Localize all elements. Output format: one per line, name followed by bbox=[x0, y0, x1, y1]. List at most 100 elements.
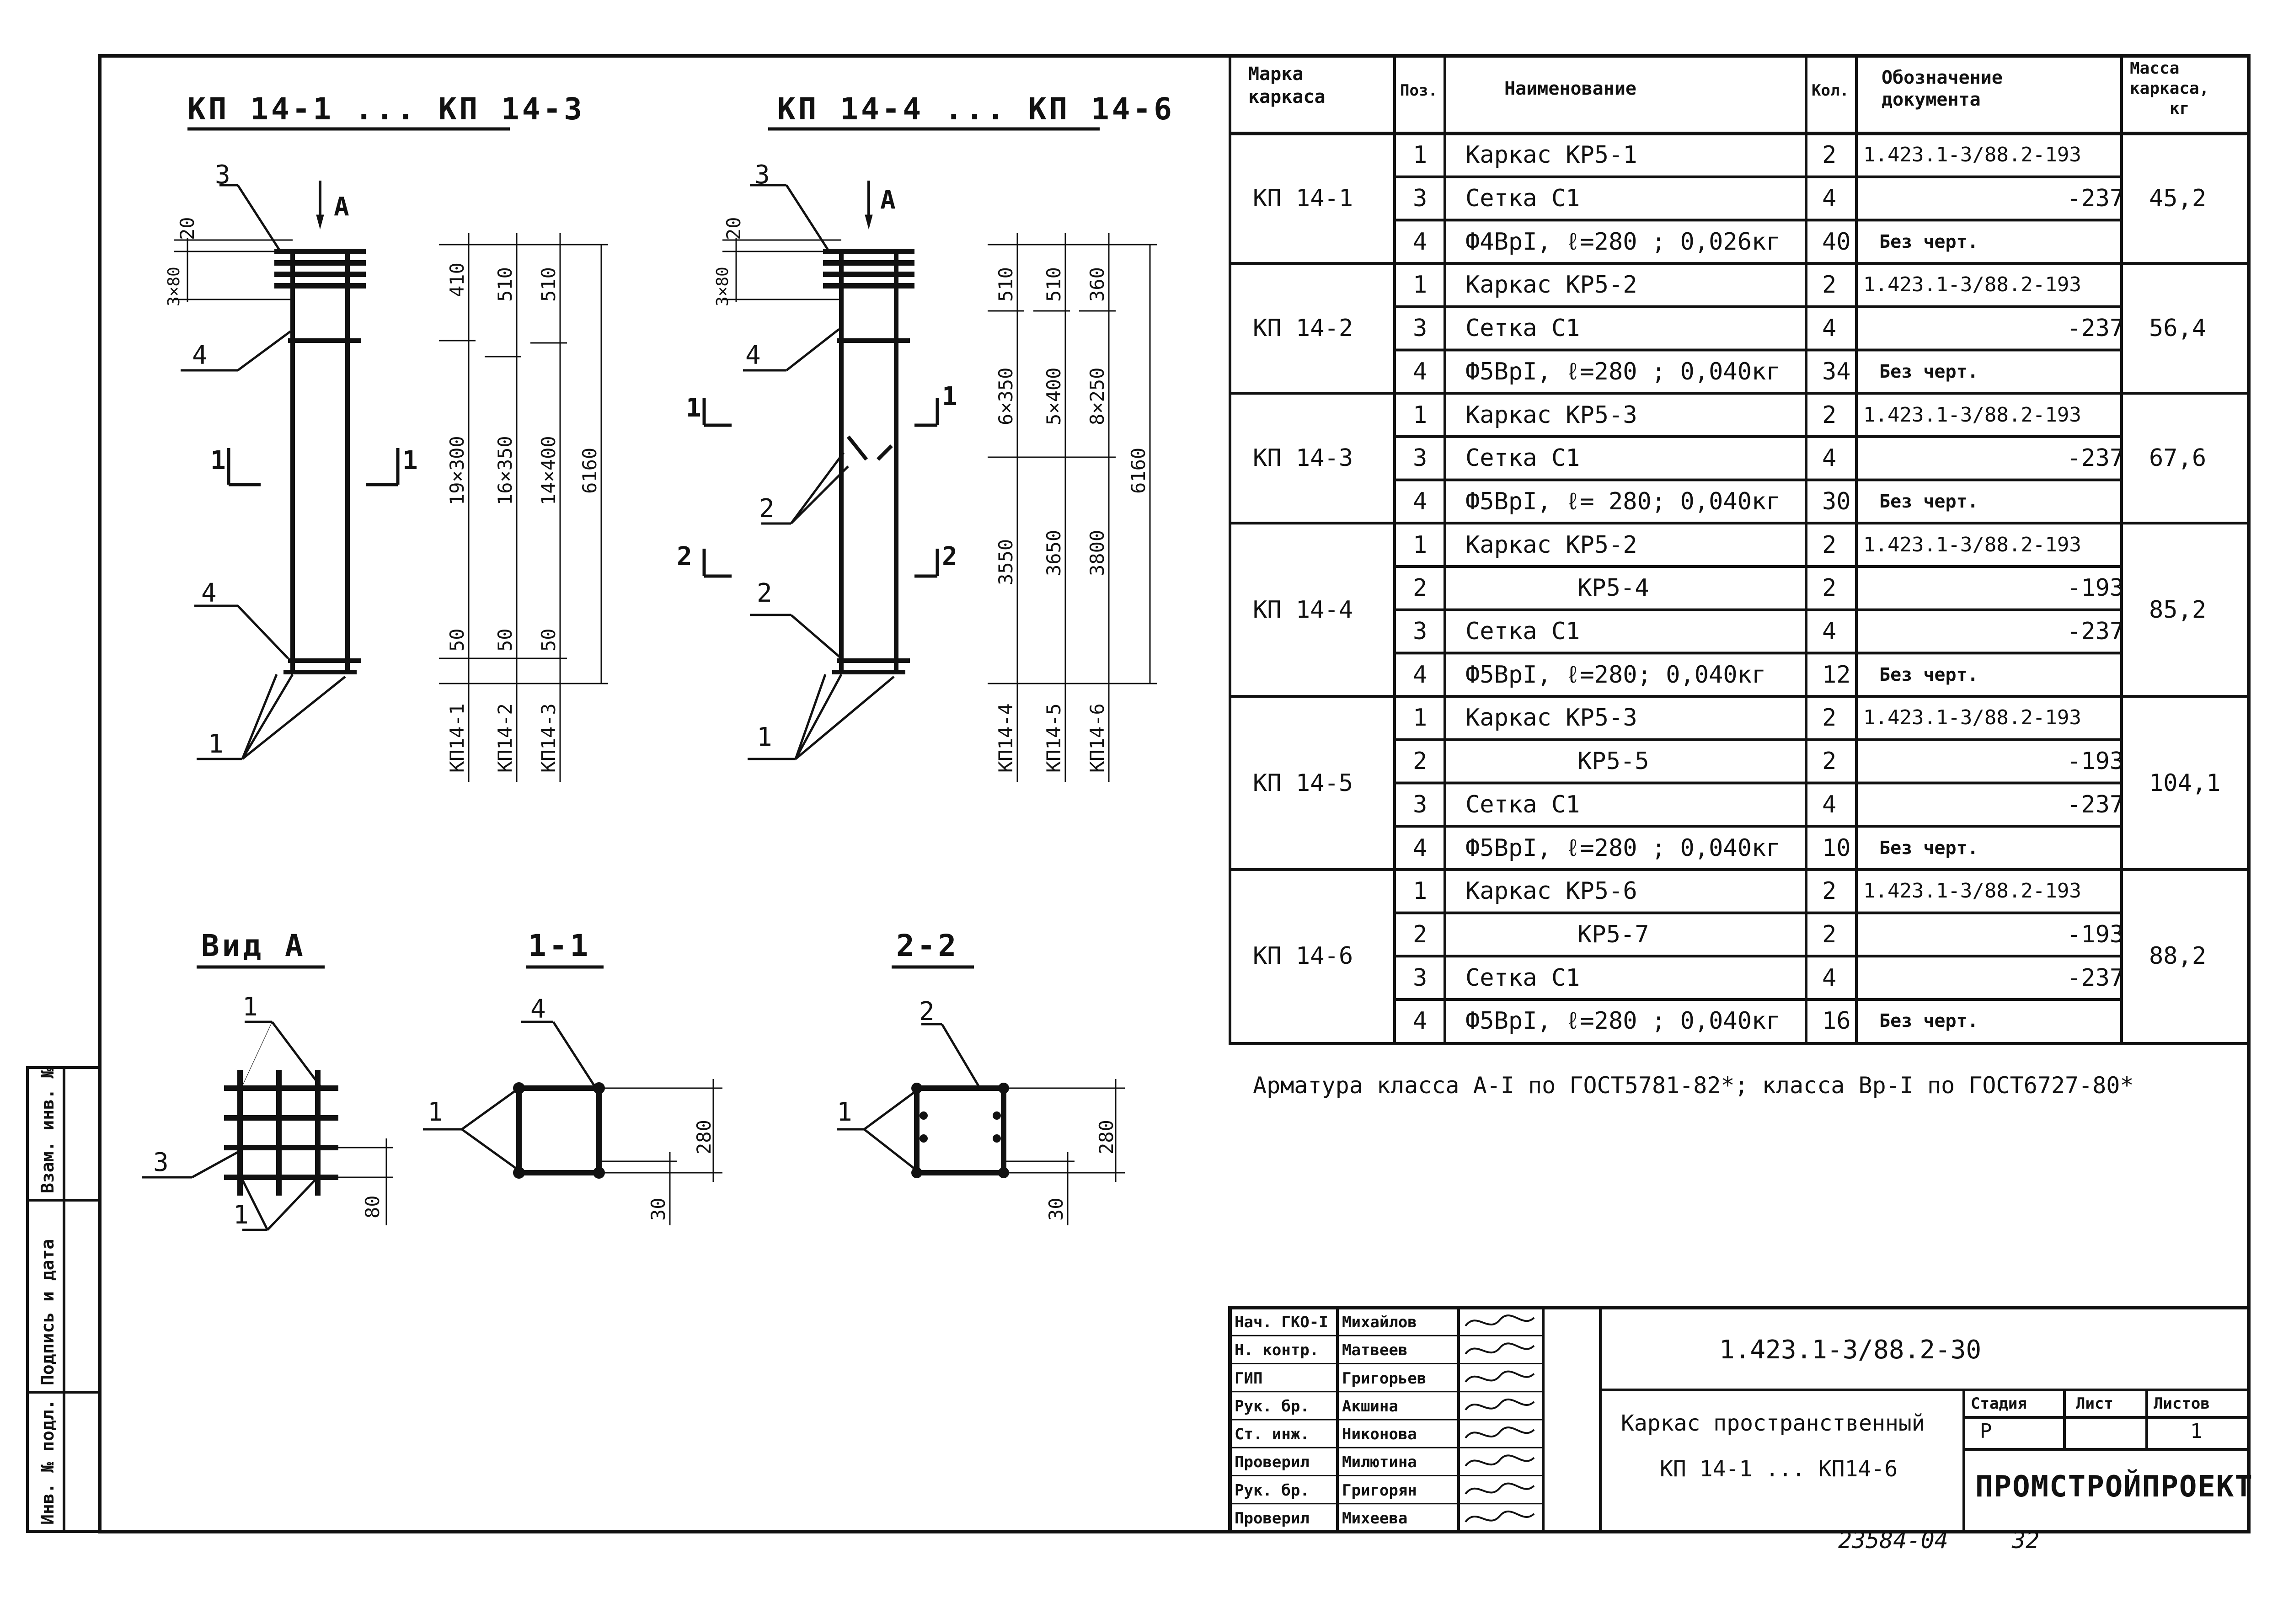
row-position: 4 bbox=[1413, 358, 1428, 385]
stage-label: Стадия bbox=[1971, 1394, 2027, 1413]
row-quantity: 4 bbox=[1822, 444, 1837, 472]
mark-v2-5: КП14-5 bbox=[1043, 703, 1065, 773]
document-code: 1.423.1-3/88.2-30 bbox=[1719, 1335, 1982, 1365]
mark-v1-2: КП14-2 bbox=[494, 703, 516, 773]
row-name: КР5-7 bbox=[1577, 920, 1649, 948]
person-name: Григорьев bbox=[1342, 1369, 1427, 1388]
row-quantity: 40 bbox=[1822, 228, 1851, 256]
row-quantity: 4 bbox=[1822, 618, 1837, 646]
header-pos: Поз. bbox=[1400, 81, 1438, 100]
row-position: 2 bbox=[1413, 748, 1428, 775]
side-stamp-frame bbox=[26, 1066, 101, 1533]
dim-v2-c1: 360 bbox=[1086, 267, 1108, 302]
group-mark: КП 14-6 bbox=[1253, 942, 1353, 970]
stamp-sign-date: Подпись и дата bbox=[37, 1239, 58, 1385]
row-quantity: 4 bbox=[1822, 791, 1837, 818]
row-name: КР5-5 bbox=[1577, 748, 1649, 775]
row-name: Сетка С1 bbox=[1465, 444, 1580, 472]
row-quantity: 4 bbox=[1822, 964, 1837, 992]
row-position: 4 bbox=[1413, 661, 1428, 689]
header-mark-2: каркаса bbox=[1248, 86, 1326, 107]
leader-3-va: 3 bbox=[153, 1148, 169, 1177]
row-document: -237 bbox=[2067, 964, 2124, 992]
row-quantity: 4 bbox=[1822, 315, 1837, 342]
row-document: Без черт. bbox=[1879, 361, 1978, 382]
row-name: Ф5ВрI, ℓ=280 ; 0,040кг bbox=[1465, 834, 1780, 862]
view-kp14-4-6 bbox=[702, 127, 1157, 782]
view-a-marker-2: А bbox=[880, 185, 896, 215]
dim-v1-a3: 50 bbox=[446, 628, 468, 652]
row-position: 2 bbox=[1413, 920, 1428, 948]
role-label: Рук. бр. bbox=[1235, 1397, 1310, 1416]
row-name: Сетка С1 bbox=[1465, 964, 1580, 992]
row-name: Ф5ВрI, ℓ= 280; 0,040кг bbox=[1465, 487, 1780, 515]
row-document: Без черт. bbox=[1879, 1010, 1978, 1032]
row-document: 1.423.1-3/88.2-193 bbox=[1863, 403, 2081, 427]
row-document: Без черт. bbox=[1879, 491, 1978, 512]
group-mark: КП 14-5 bbox=[1253, 769, 1353, 797]
leader-4-s1: 4 bbox=[530, 994, 546, 1024]
rebar-note: Арматура класса А-I по ГОСТ5781-82*; кла… bbox=[1253, 1072, 2134, 1099]
dim-v1-c2: 14×400 bbox=[537, 436, 560, 505]
row-position: 4 bbox=[1413, 228, 1428, 256]
row-quantity: 10 bbox=[1822, 834, 1851, 862]
signature bbox=[1465, 1370, 1535, 1383]
dim-s2-280: 280 bbox=[1095, 1120, 1117, 1154]
mark-v1-1: КП14-1 bbox=[446, 703, 468, 773]
dim-v2-b3: 3650 bbox=[1043, 529, 1065, 576]
row-document: -237 bbox=[2067, 315, 2124, 342]
rebar-dots bbox=[513, 1082, 1009, 1179]
row-document: 1.423.1-3/88.2-193 bbox=[1863, 879, 2081, 903]
row-name: Ф5ВрI, ℓ=280 ; 0,040кг bbox=[1465, 1007, 1780, 1035]
signature bbox=[1465, 1510, 1535, 1523]
bottom-code: 23584-04 bbox=[1838, 1527, 1948, 1554]
row-quantity: 2 bbox=[1822, 704, 1837, 732]
row-name: Сетка С1 bbox=[1465, 185, 1580, 213]
person-name: Милютина bbox=[1342, 1453, 1417, 1472]
dim-v1-a2: 19×300 bbox=[446, 436, 468, 505]
row-position: 4 bbox=[1413, 1007, 1428, 1035]
row-name: Ф4ВрI, ℓ=280 ; 0,026кг bbox=[1465, 228, 1780, 256]
group-mass: 85,2 bbox=[2149, 596, 2207, 624]
dim-v2-b1: 510 bbox=[1043, 267, 1065, 302]
mark-v2-4: КП14-4 bbox=[994, 703, 1017, 773]
leader-1-va: 1 bbox=[242, 992, 258, 1022]
cut-2-right-v2: 2 bbox=[942, 542, 957, 572]
row-name: Сетка С1 bbox=[1465, 618, 1580, 646]
signature bbox=[1465, 1342, 1535, 1355]
dim-v2-3x80: 3×80 bbox=[713, 267, 732, 306]
role-label: Рук. бр. bbox=[1235, 1481, 1310, 1500]
row-document: 1.423.1-3/88.2-193 bbox=[1863, 143, 2081, 167]
dim-v1-20: 20 bbox=[176, 217, 198, 240]
group-mass: 88,2 bbox=[2149, 942, 2207, 970]
row-name: Сетка С1 bbox=[1465, 791, 1580, 818]
stamp-replace-inv: Взам. инв. № bbox=[37, 1068, 58, 1193]
row-quantity: 2 bbox=[1822, 748, 1837, 775]
row-name: Ф5ВрI, ℓ=280 ; 0,040кг bbox=[1465, 358, 1780, 385]
dim-v2-a3: 3550 bbox=[994, 539, 1017, 585]
dim-s1-30: 30 bbox=[647, 1197, 669, 1221]
leader-4-v1b: 4 bbox=[201, 578, 217, 608]
leader-4-v1: 4 bbox=[192, 341, 208, 370]
person-name: Михеева bbox=[1342, 1509, 1408, 1528]
row-quantity: 2 bbox=[1822, 920, 1837, 948]
person-name: Никонова bbox=[1342, 1425, 1417, 1443]
signature bbox=[1465, 1482, 1535, 1495]
dim-v2-20: 20 bbox=[722, 217, 745, 240]
header-mass-1: Масса bbox=[2130, 59, 2180, 78]
row-quantity: 2 bbox=[1822, 271, 1837, 299]
dim-v1-3x80: 3×80 bbox=[165, 267, 183, 306]
organization: ПРОМСТРОЙПРОЕКТ bbox=[1975, 1470, 2253, 1504]
leader-1-s2: 1 bbox=[837, 1097, 852, 1127]
row-name: Каркас КР5-3 bbox=[1465, 704, 1637, 732]
section-2-title: 2-2 bbox=[896, 928, 959, 963]
row-document: -237 bbox=[2067, 444, 2124, 472]
group-mark: КП 14-2 bbox=[1253, 315, 1353, 342]
row-document: Без черт. bbox=[1879, 837, 1978, 859]
row-quantity: 34 bbox=[1822, 358, 1851, 385]
group-mark: КП 14-1 bbox=[1253, 185, 1353, 213]
row-quantity: 30 bbox=[1822, 487, 1851, 515]
cut-1-right-v2: 1 bbox=[942, 382, 957, 411]
title-line-1: Каркас пространственный bbox=[1621, 1410, 1925, 1436]
